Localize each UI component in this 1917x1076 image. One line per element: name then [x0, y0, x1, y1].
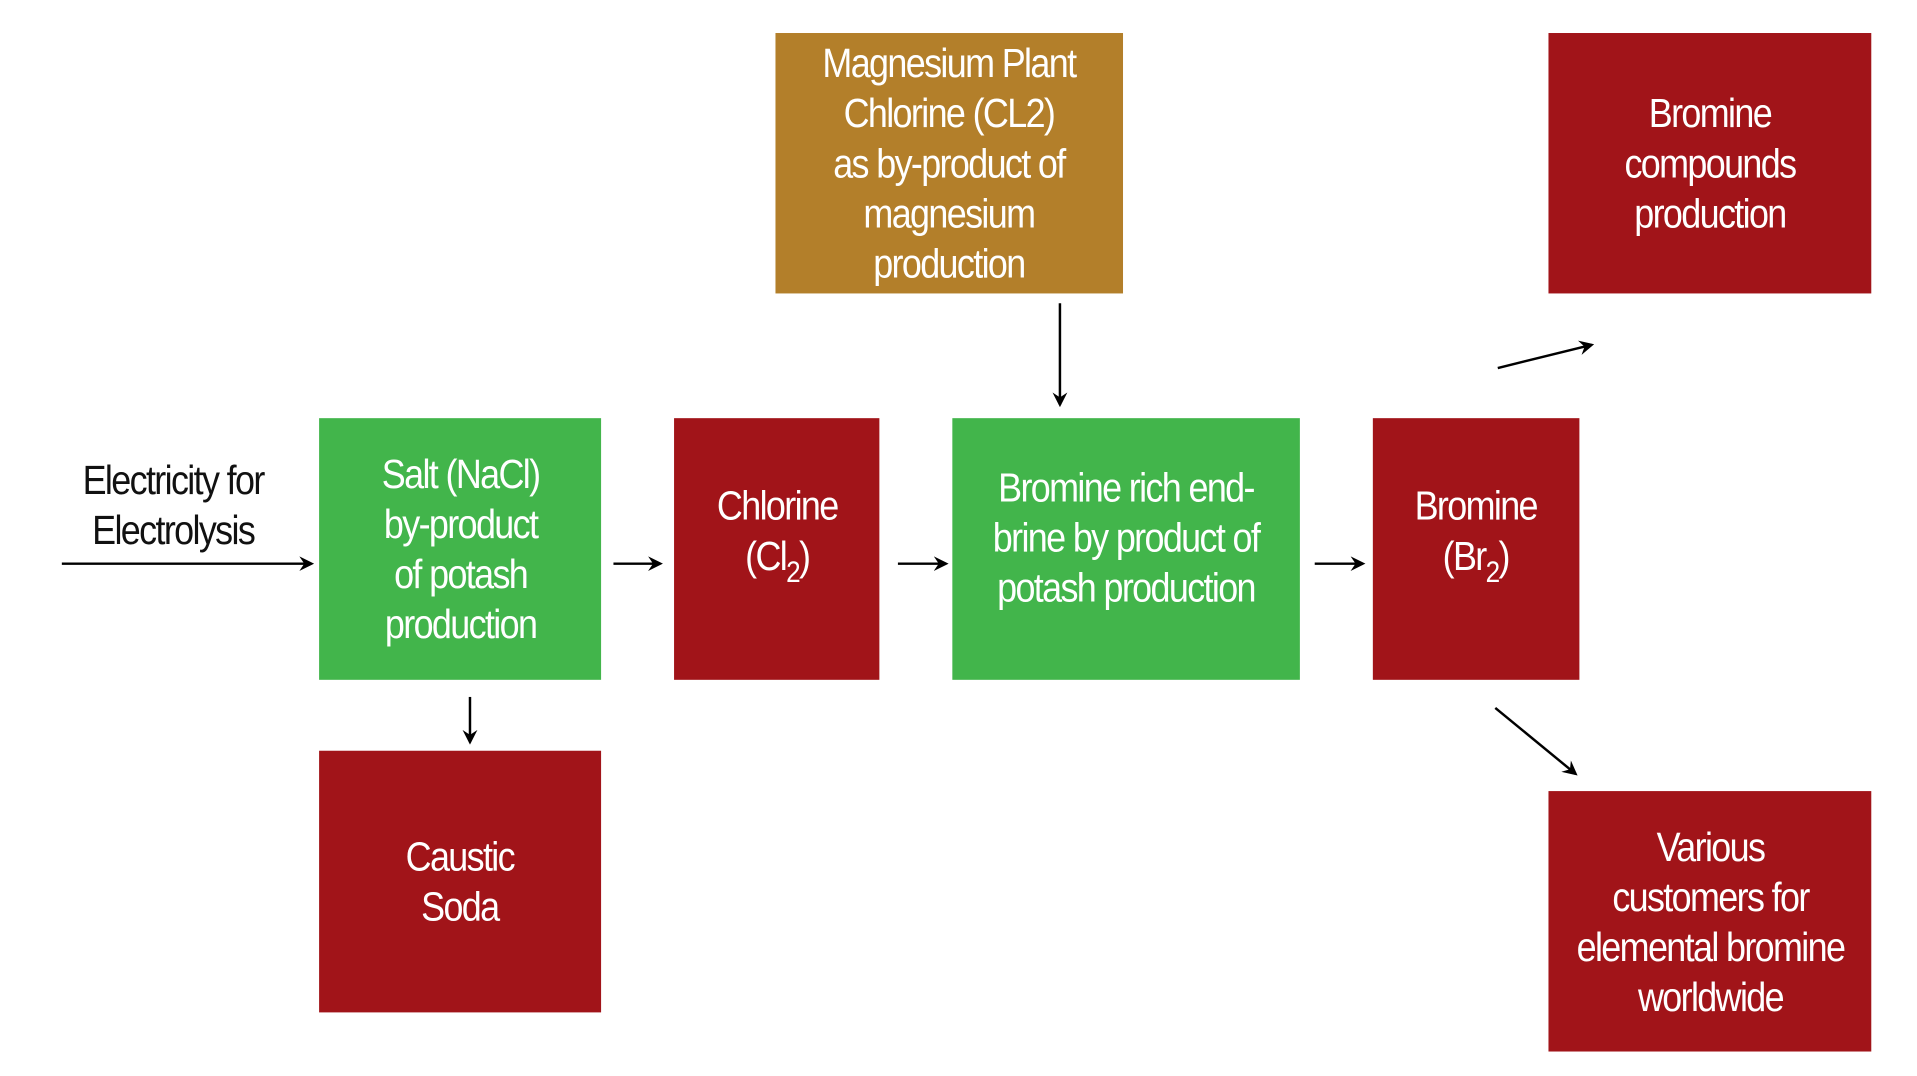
bromine-label: Bromine [1414, 482, 1539, 529]
chlorine-close: ) [798, 533, 810, 579]
salt-label: Salt (NaCl) by-product of potash product… [381, 451, 540, 647]
arrow-bromine-to-customers [1494, 707, 1578, 776]
caustic-soda-box: Caustic Soda [319, 750, 602, 1013]
electricity-label: Electricity for Electrolysis [82, 457, 266, 553]
brine-label: Bromine rich end- brine by product of po… [992, 464, 1261, 610]
bromine-compounds-box: Bromine compounds production [1548, 33, 1872, 294]
arrow-bromine-to-compounds [1497, 340, 1595, 370]
chlorine-box: Chlorine(Cl2) [674, 418, 880, 680]
chlorine-label: Chlorine [716, 482, 838, 529]
magnesium-plant-box: Magnesium Plant Chlorine (CL2) as by-pro… [775, 33, 1124, 294]
bromine-formula: (Br [1442, 533, 1488, 579]
bromine-compounds-label: Bromine compounds production [1624, 90, 1797, 236]
customers-label: Various customers for elemental bromine … [1576, 823, 1845, 1020]
chlorine-text: Chlorine(Cl2) [716, 481, 838, 588]
salt-box: Salt (NaCl) by-product of potash product… [319, 418, 602, 680]
bromine-close: ) [1498, 533, 1511, 579]
magnesium-plant-label: Magnesium Plant Chlorine (CL2) as by-pro… [822, 40, 1078, 287]
bromine-text: Bromine(Br2) [1414, 481, 1539, 588]
chlorine-formula: (Cl [744, 533, 788, 579]
chlorine-subscript: 2 [785, 556, 801, 590]
bromine-subscript: 2 [1485, 556, 1501, 590]
brine-box: Bromine rich end- brine by product of po… [952, 418, 1300, 680]
bromine-box: Bromine(Br2) [1372, 418, 1580, 680]
customers-box: Various customers for elemental bromine … [1548, 791, 1872, 1052]
caustic-soda-label: Caustic Soda [405, 833, 516, 930]
